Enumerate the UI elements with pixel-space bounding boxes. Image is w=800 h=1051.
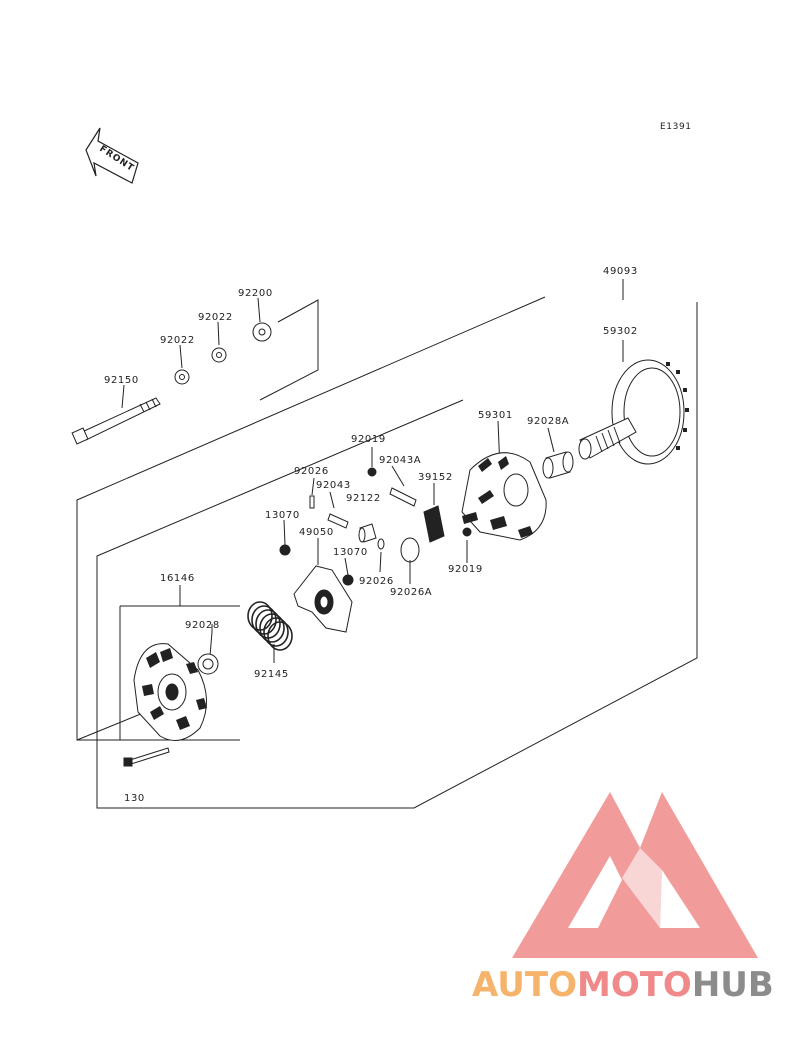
label-49093: 49093 — [603, 266, 638, 277]
label-16146: 16146 — [160, 573, 195, 584]
label-92022-left: 92022 — [160, 335, 195, 346]
label-92145: 92145 — [254, 669, 289, 680]
label-49050: 49050 — [299, 527, 334, 538]
diagram-code: E1391 — [660, 122, 692, 132]
label-92200: 92200 — [238, 288, 273, 299]
label-92028: 92028 — [185, 620, 220, 631]
label-92026A: 92026A — [390, 587, 432, 598]
movable-sheave-59302 — [578, 359, 689, 465]
watermark-text: AUTOMOTOHUB — [472, 965, 774, 1005]
label-39152: 39152 — [418, 472, 453, 483]
cover-59301 — [461, 452, 547, 541]
spider-49050 — [293, 565, 353, 633]
small-parts — [279, 467, 472, 586]
bolt-130 — [123, 747, 170, 767]
label-92122: 92122 — [346, 493, 381, 504]
watermark-auto: AUTO — [472, 965, 577, 1005]
bolt-92150 — [71, 397, 161, 445]
watermark-logo-icon — [512, 792, 758, 958]
label-92026-bottom: 92026 — [359, 576, 394, 587]
label-130: 130 — [124, 793, 145, 804]
label-92022-right: 92022 — [198, 312, 233, 323]
watermark-moto: MOTO — [577, 965, 692, 1005]
label-13070-bottom: 13070 — [333, 547, 368, 558]
watermark-hub: HUB — [692, 965, 774, 1005]
label-92019-bottom: 92019 — [448, 564, 483, 575]
label-92019-top: 92019 — [351, 434, 386, 445]
label-92150: 92150 — [104, 375, 139, 386]
bushing-92028A — [542, 451, 574, 479]
washer-92200 — [252, 322, 272, 342]
label-59301: 59301 — [478, 410, 513, 421]
label-92043: 92043 — [316, 480, 351, 491]
spring-92145 — [247, 601, 293, 651]
bushing-92028 — [197, 653, 219, 675]
washer-92022-a — [174, 369, 190, 385]
label-59302: 59302 — [603, 326, 638, 337]
label-92026-top: 92026 — [294, 466, 329, 477]
label-13070-top: 13070 — [265, 510, 300, 521]
cover-16146 — [133, 643, 207, 741]
label-92043A: 92043A — [379, 455, 421, 466]
part-number-labels: 49093 59302 59301 92028A 92019 92043A 39… — [104, 266, 638, 804]
assembly-frame-lines — [76, 296, 698, 809]
label-92028A: 92028A — [527, 416, 569, 427]
front-arrow-icon: FRONT — [85, 127, 139, 184]
washer-92022-b — [211, 347, 227, 363]
